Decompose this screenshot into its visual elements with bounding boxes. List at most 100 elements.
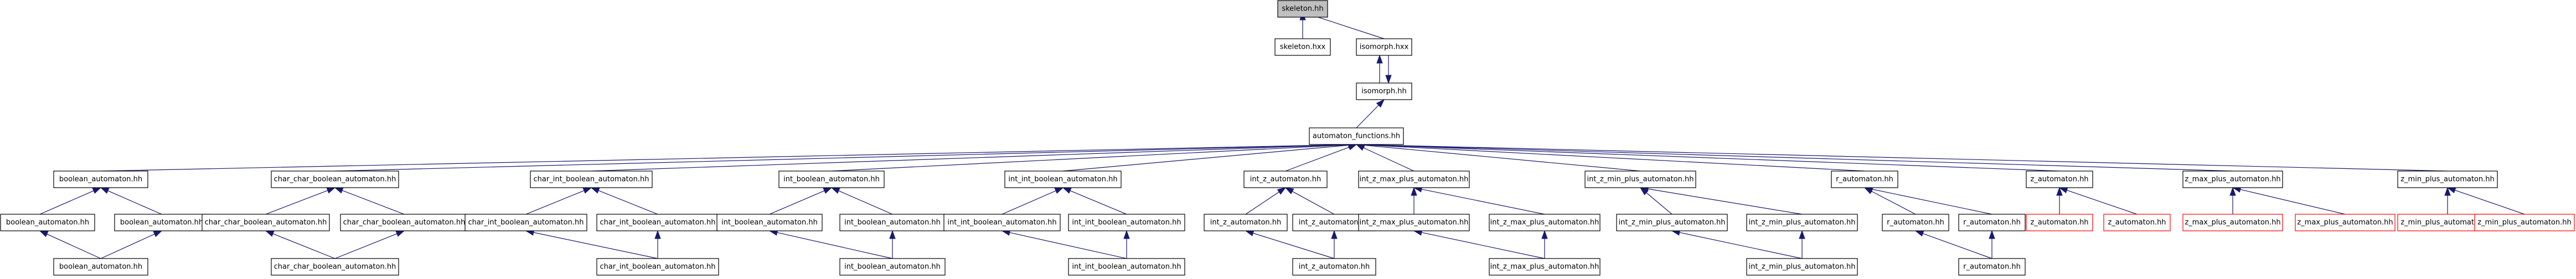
node-isomorph-hxx[interactable]: isomorph.hxx bbox=[1356, 38, 1412, 56]
node-label: int_z_automaton.hh bbox=[1299, 219, 1370, 227]
node-iz-c[interactable]: int_z_automaton.hh bbox=[1292, 258, 1376, 276]
node-izmax-a[interactable]: int_z_max_plus_automaton.hh bbox=[1358, 214, 1470, 231]
edge-z_b-to-z_automaton_hh bbox=[2067, 189, 2138, 215]
node-cib-c[interactable]: char_int_boolean_automaton.hh bbox=[596, 258, 719, 276]
node-label: int_z_automaton.hh bbox=[1250, 175, 1321, 184]
node-boolean-automaton-hh[interactable]: boolean_automaton.hh bbox=[53, 170, 148, 188]
edge-arrowhead-b_a-to-boolean_automaton_hh bbox=[92, 187, 102, 194]
node-r-automaton-hh[interactable]: r_automaton.hh bbox=[1831, 170, 1898, 188]
edge-b_b-to-boolean_automaton_hh bbox=[107, 190, 162, 215]
node-b-a[interactable]: boolean_automaton.hh bbox=[0, 214, 95, 231]
node-int-z-min-plus-automaton-hh[interactable]: int_z_min_plus_automaton.hh bbox=[1584, 170, 1696, 188]
node-label: z_max_plus_automaton.hh bbox=[2185, 175, 2280, 184]
edge-r_a-to-r_automaton_hh bbox=[1871, 190, 1916, 215]
node-label: int_boolean_automaton.hh bbox=[783, 175, 880, 184]
node-ccb-b[interactable]: char_char_boolean_automaton.hh bbox=[340, 214, 468, 231]
node-label: int_z_max_plus_automaton.hh bbox=[1490, 263, 1599, 271]
node-iz-a[interactable]: int_z_automaton.hh bbox=[1204, 214, 1288, 231]
node-box bbox=[2182, 170, 2283, 188]
node-box bbox=[2295, 214, 2396, 231]
node-z-b[interactable]: z_automaton.hh bbox=[2103, 214, 2171, 231]
edge-arrowhead-ib_c-to-ib_b bbox=[889, 230, 896, 239]
node-r-c[interactable]: r_automaton.hh bbox=[1958, 258, 2026, 276]
node-int-z-automaton-hh[interactable]: int_z_automaton.hh bbox=[1243, 170, 1328, 188]
node-int-boolean-automaton-hh[interactable]: int_boolean_automaton.hh bbox=[778, 170, 885, 188]
edge-r_b-to-r_automaton_hh bbox=[1872, 189, 1992, 215]
node-label: z_max_plus_automaton.hh bbox=[2297, 219, 2393, 227]
node-r-b[interactable]: r_automaton.hh bbox=[1958, 214, 2026, 231]
edge-arrowhead-izmax_c-to-izmax_b bbox=[1541, 230, 1548, 239]
edge-int_z_max_plus_automaton_hh-to-automaton_functions_hh bbox=[1363, 147, 1415, 172]
node-box bbox=[271, 170, 399, 188]
node-cib-a[interactable]: char_int_boolean_automaton.hh bbox=[464, 214, 587, 231]
node-ib-a[interactable]: int_boolean_automaton.hh bbox=[716, 214, 823, 231]
edge-int_z_min_plus_automaton_hh-to-automaton_functions_hh bbox=[1364, 144, 1641, 172]
node-box bbox=[1068, 258, 1185, 276]
edge-z_automaton_hh-to-automaton_functions_hh bbox=[1364, 144, 2060, 172]
node-ccb-c[interactable]: char_char_boolean_automaton.hh bbox=[271, 258, 399, 276]
node-box bbox=[1489, 214, 1601, 231]
node-zmin-b[interactable]: z_min_plus_automaton.hh bbox=[2474, 214, 2575, 231]
node-zmax-b[interactable]: z_max_plus_automaton.hh bbox=[2295, 214, 2396, 231]
node-z-automaton-hh[interactable]: z_automaton.hh bbox=[2026, 170, 2093, 188]
node-label: boolean_automaton.hh bbox=[6, 219, 89, 227]
node-ib-c[interactable]: int_boolean_automaton.hh bbox=[839, 258, 946, 276]
node-zmax-a[interactable]: z_max_plus_automaton.hh bbox=[2182, 214, 2283, 231]
node-iib-b[interactable]: int_int_boolean_automaton.hh bbox=[1068, 214, 1185, 231]
edge-int_int_boolean_automaton_hh-to-automaton_functions_hh bbox=[1062, 144, 1349, 172]
node-char-int-boolean-automaton-hh[interactable]: char_int_boolean_automaton.hh bbox=[530, 170, 653, 188]
node-ib-b[interactable]: int_boolean_automaton.hh bbox=[839, 214, 946, 231]
node-iib-c[interactable]: int_int_boolean_automaton.hh bbox=[1068, 258, 1185, 276]
node-box bbox=[271, 258, 399, 276]
node-box bbox=[2474, 214, 2575, 231]
node-box bbox=[943, 214, 1061, 231]
edge-izmax_b-to-int_z_max_plus_automaton_hh bbox=[1421, 189, 1545, 215]
node-z-a[interactable]: z_automaton.hh bbox=[2026, 214, 2093, 231]
node-label: char_char_boolean_automaton.hh bbox=[274, 263, 396, 271]
node-box bbox=[2103, 214, 2171, 231]
node-char-char-boolean-automaton-hh[interactable]: char_char_boolean_automaton.hh bbox=[271, 170, 399, 188]
node-isomorph-hh[interactable]: isomorph.hh bbox=[1356, 82, 1412, 100]
node-r-a[interactable]: r_automaton.hh bbox=[1882, 214, 1949, 231]
node-skeleton-hh[interactable]: skeleton.hh bbox=[1277, 0, 1328, 18]
edge-b_c-to-b_a bbox=[47, 234, 101, 259]
node-izmin-c[interactable]: int_z_min_plus_automaton.hh bbox=[1746, 258, 1858, 276]
edge-arrowhead-ccb_c-to-ccb_b bbox=[395, 230, 405, 237]
node-box bbox=[2182, 214, 2283, 231]
node-izmax-b[interactable]: int_z_max_plus_automaton.hh bbox=[1489, 214, 1601, 231]
node-label: int_int_boolean_automaton.hh bbox=[1008, 175, 1117, 184]
node-b-c[interactable]: boolean_automaton.hh bbox=[53, 258, 148, 276]
node-box bbox=[1882, 214, 1949, 231]
node-z-min-plus-automaton-hh[interactable]: z_min_plus_automaton.hh bbox=[2397, 170, 2498, 188]
node-cib-b[interactable]: char_int_boolean_automaton.hh bbox=[596, 214, 719, 231]
edge-arrowhead-iz_c-to-iz_a bbox=[1245, 230, 1255, 236]
edge-cib_a-to-char_int_boolean_automaton_hh bbox=[525, 190, 585, 215]
node-label: z_automaton.hh bbox=[2030, 175, 2088, 184]
node-izmax-c[interactable]: int_z_max_plus_automaton.hh bbox=[1489, 258, 1601, 276]
edge-iib_c-to-iib_a bbox=[1009, 232, 1127, 259]
node-automaton-functions-hh[interactable]: automaton_functions.hh bbox=[1309, 127, 1404, 145]
edge-zmax_b-to-z_max_plus_automaton_hh bbox=[2240, 189, 2346, 215]
node-box bbox=[0, 214, 95, 231]
node-label: z_automaton.hh bbox=[2108, 219, 2166, 227]
node-int-z-max-plus-automaton-hh[interactable]: int_z_max_plus_automaton.hh bbox=[1358, 170, 1470, 188]
node-z-max-plus-automaton-hh[interactable]: z_max_plus_automaton.hh bbox=[2182, 170, 2283, 188]
node-skeleton-hxx[interactable]: skeleton.hxx bbox=[1274, 38, 1331, 56]
edge-izmin_b-to-int_z_min_plus_automaton_hh bbox=[1648, 188, 1803, 215]
node-izmin-a[interactable]: int_z_min_plus_automaton.hh bbox=[1616, 214, 1728, 231]
node-ccb-a[interactable]: char_char_boolean_automaton.hh bbox=[202, 214, 330, 231]
node-label: int_boolean_automaton.hh bbox=[844, 263, 941, 271]
edge-arrowhead-zmin_a-to-z_min_plus_automaton_hh bbox=[2444, 187, 2451, 196]
edge-arrowhead-izmin_c-to-izmin_b bbox=[1799, 230, 1805, 239]
node-izmin-b[interactable]: int_z_min_plus_automaton.hh bbox=[1746, 214, 1858, 231]
node-label: char_int_boolean_automaton.hh bbox=[600, 219, 716, 227]
node-iib-a[interactable]: int_int_boolean_automaton.hh bbox=[943, 214, 1061, 231]
edge-int_boolean_automaton_hh-to-automaton_functions_hh bbox=[831, 144, 1349, 172]
node-box bbox=[1309, 127, 1404, 145]
edge-r_c-to-r_a bbox=[1922, 233, 1992, 259]
node-b-b[interactable]: boolean_automaton.hh bbox=[114, 214, 209, 231]
edge-arrowhead-isomorph_hxx-to-isomorph_hh bbox=[1385, 75, 1392, 84]
node-label: int_int_boolean_automaton.hh bbox=[947, 219, 1056, 227]
node-label: int_z_automaton.hh bbox=[1299, 263, 1370, 271]
node-int-int-boolean-automaton-hh[interactable]: int_int_boolean_automaton.hh bbox=[1004, 170, 1122, 188]
